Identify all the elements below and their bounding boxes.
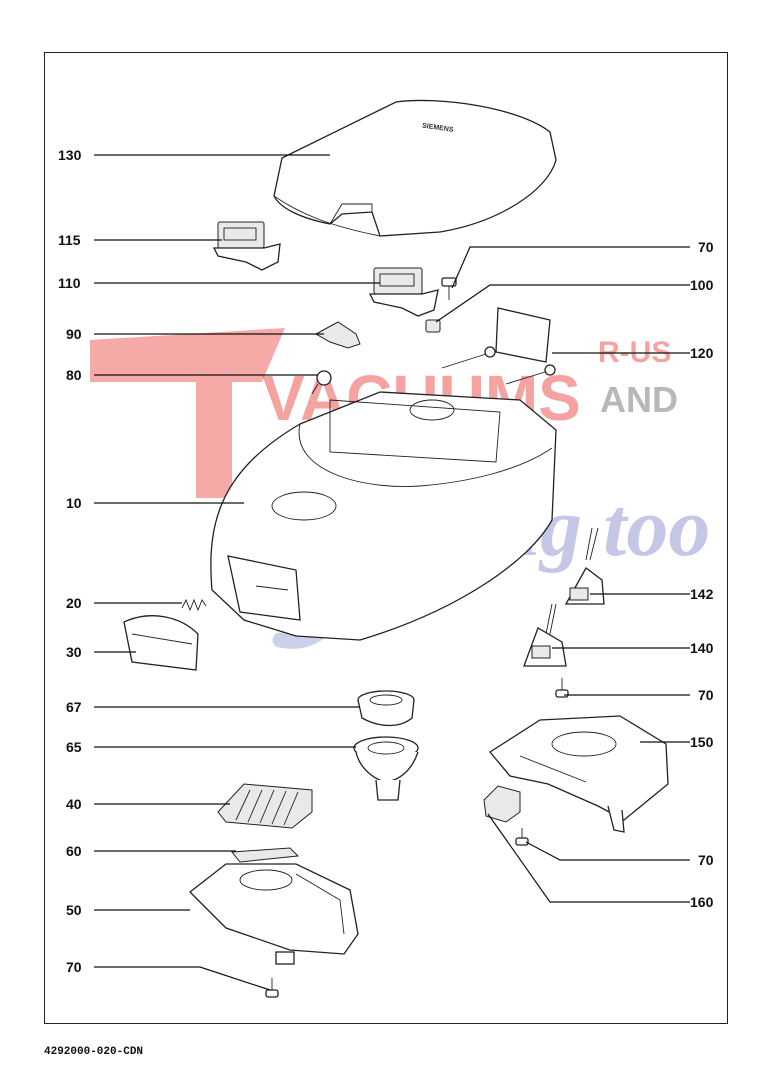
watermark-v-shape [90,328,285,498]
part-142-switch [564,527,605,605]
callout-130: 130 [58,147,82,163]
callout-70-right: 70 [698,852,714,868]
part-110-clip [368,267,439,317]
part-67-seal-ring [357,690,415,727]
part-50-base-plate [189,863,359,965]
callout-10: 10 [66,495,82,511]
leader-100 [435,284,690,323]
part-10-housing [210,391,557,641]
part-80-spring [311,370,332,395]
part-100-spacer [425,319,441,333]
part-40-filter [217,783,313,829]
leader-160 [487,813,690,903]
callout-150: 150 [690,734,714,750]
callout-numbers: 130 115 110 90 80 10 20 30 67 65 40 60 5… [58,147,714,975]
callout-50: 50 [66,902,82,918]
callout-90: 90 [66,326,82,342]
part-70-right-screw [515,828,529,846]
callout-120: 120 [690,345,714,361]
part-150-motor-cover [489,715,669,833]
part-130-cover: SIEMENS [273,99,557,237]
document-number: 4292000-020-CDN [44,1046,144,1058]
part-70-mid-screw [555,678,569,698]
callout-160: 160 [690,894,714,910]
callout-60: 60 [66,843,82,859]
part-160-bracket [483,785,521,823]
callout-20: 20 [66,595,82,611]
callout-70-mid: 70 [698,687,714,703]
callout-142: 142 [690,586,714,602]
part-30-handle [123,615,199,671]
leader-lines [94,154,690,991]
callout-115: 115 [58,232,81,248]
callout-67: 67 [66,699,82,715]
callout-80: 80 [66,367,82,383]
part-60-strip [231,847,300,863]
part-120-panel [441,307,556,385]
callout-40: 40 [66,796,82,812]
callout-100: 100 [690,277,714,293]
callout-70-bottom: 70 [66,959,82,975]
part-90-latch [314,321,361,349]
diagram-frame [44,52,728,1024]
leader-70-right [525,841,690,861]
callout-30: 30 [66,644,82,660]
callout-65: 65 [66,739,82,755]
leader-70-top [451,246,690,289]
leader-70-bottom [94,966,271,991]
callout-110: 110 [58,275,81,291]
cover-brand-label: SIEMENS [422,123,455,134]
watermark-and-text: AND [600,379,678,420]
part-140-switch [523,603,567,667]
part-115-clip [212,221,281,271]
part-70-bottom-screw [265,978,279,998]
part-65-seal [353,736,419,801]
callout-70-top: 70 [698,239,714,255]
part-20-spring [181,598,207,612]
part-70-top-screw [441,277,457,300]
callout-140: 140 [690,640,714,656]
